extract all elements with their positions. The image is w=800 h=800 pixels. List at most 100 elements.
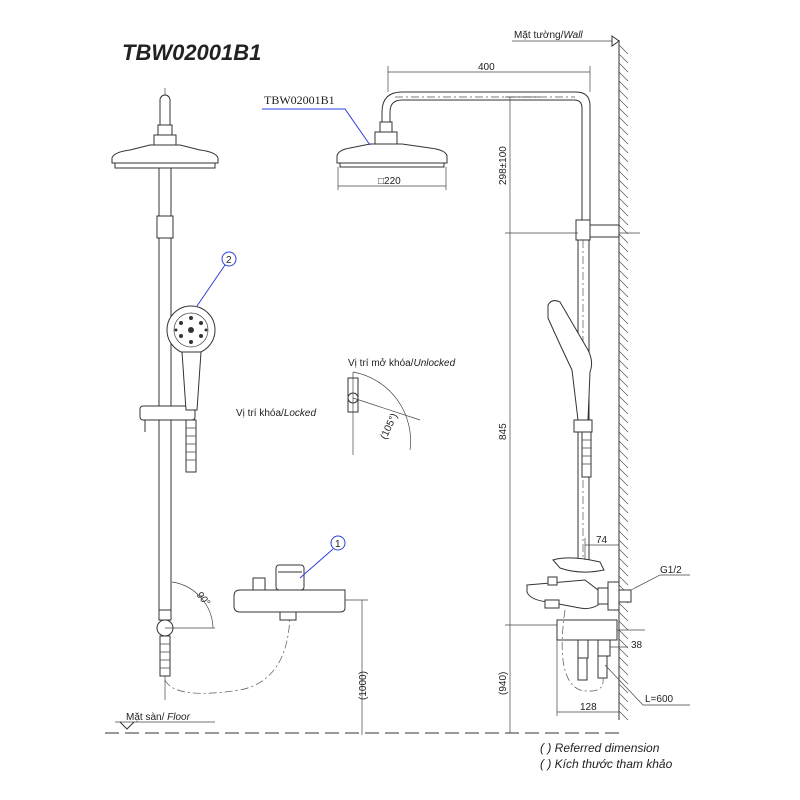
mixer-front (233, 589, 346, 613)
wall-hatch-line (618, 152, 629, 163)
wall-hatch-line (618, 422, 629, 433)
dim-400: 400 (478, 62, 495, 73)
wall-hatch-line (618, 359, 629, 370)
wall-hatch-line (618, 413, 629, 424)
wall-hatch-line (618, 377, 629, 388)
wall-hatch-line (618, 62, 629, 73)
wall-hatch-line (618, 386, 629, 397)
wall-hatch-line (618, 233, 629, 244)
lower-outlet (556, 619, 618, 641)
wall-hatch-line (618, 404, 629, 415)
wall-hatch-line (618, 98, 629, 109)
wall-bracket (575, 219, 591, 241)
dim-845: 845 (498, 423, 509, 440)
wall-hatch-line (618, 620, 629, 631)
wall-hatch-line (618, 701, 629, 712)
wall-hatch-line (618, 80, 629, 91)
dim-220: □220 (378, 176, 401, 187)
wall-hatch-line (618, 305, 629, 316)
wall-hatch-line (618, 647, 629, 658)
wall-hatch-line (618, 485, 629, 496)
wall-hatch-line (618, 674, 629, 685)
wall-hatch-line (618, 278, 629, 289)
wall-hatch-line (618, 287, 629, 298)
dim-128: 128 (580, 702, 597, 713)
lever-angle: (105°) (379, 412, 401, 441)
unlocked-label: Vị trí mở khóa/Unlocked (348, 357, 456, 369)
wall-hatch-line (618, 395, 629, 406)
slider-bracket (139, 405, 196, 421)
wall-hatch-line (618, 143, 629, 154)
wall-hatch-line (618, 134, 629, 145)
wall-hatch-line (618, 224, 629, 235)
wall-hatch-line (618, 242, 629, 253)
thread-label: G1/2 (660, 565, 682, 576)
wall-hatch-line (618, 692, 629, 703)
wall-hatch-line (618, 575, 629, 586)
dim-38: 38 (631, 640, 643, 651)
rain-shower-head-side (336, 143, 448, 164)
wall-hatch-line (618, 350, 629, 361)
wall-hatch-line (618, 107, 629, 118)
wall-hatch-line (618, 602, 629, 613)
wall-hatch-line (618, 557, 629, 568)
slide-bar (158, 237, 172, 611)
callout-2: 2 (226, 255, 232, 266)
wall-hatch-line (618, 683, 629, 694)
valve-angle: 90° (194, 590, 212, 609)
wall-hatch-line (618, 188, 629, 199)
wall-hatch-line (618, 179, 629, 190)
wall-hatch-line (618, 539, 629, 550)
wall-hatch-line (618, 296, 629, 307)
wall-hatch-line (618, 161, 629, 172)
wall-hatch-line (618, 566, 629, 577)
dim-298: 298±100 (498, 146, 509, 185)
wall-hatch-line (618, 512, 629, 523)
locked-label: Vị trí khóa/Locked (236, 408, 316, 419)
callout-1: 1 (335, 539, 341, 550)
legend-reference-vn: ( ) Kích thước tham khảo (540, 757, 673, 771)
wall-hatch-line (618, 431, 629, 442)
wall-hatch-line (618, 44, 629, 55)
wall-hatch-line (618, 503, 629, 514)
wall-hatch-line (618, 638, 629, 649)
rain-shower-head (111, 144, 219, 164)
wall-hatch-line (618, 710, 629, 721)
wall-hatch-line (618, 449, 629, 460)
bar-joint (156, 215, 174, 239)
wall-hatch-line (618, 521, 629, 532)
wall-hatch-line (618, 467, 629, 478)
wall-hatch-line (618, 611, 629, 622)
mixer-height-front: (1000) (358, 671, 369, 700)
wall-hatch-line (618, 458, 629, 469)
legend-referred: ( ) Referred dimension (540, 741, 660, 755)
wall-hatch-line (618, 629, 629, 640)
model-callout: TBW02001B1 (264, 93, 335, 107)
lever-position-detail: Vị trí mở khóa/Unlocked Vị trí khóa/Lock… (236, 357, 456, 455)
hose-length: L=600 (645, 694, 674, 705)
dim-940: (940) (498, 672, 509, 695)
front-view: 90° (1000) 2 1 (111, 88, 369, 735)
mixer-body-side (526, 579, 599, 610)
wall-hatch-line (618, 89, 629, 100)
wall-hatch-line (618, 197, 629, 208)
wall-label: Mặt tường/Wall (514, 30, 583, 41)
drawing-title: TBW02001B1 (122, 40, 261, 65)
wall-hatch-line (618, 215, 629, 226)
wall-hatch-line (618, 269, 629, 280)
wall-hatch-line (618, 665, 629, 676)
wall-hatch-line (618, 440, 629, 451)
wall-hatch-line (618, 656, 629, 667)
wall-hatch-line (618, 71, 629, 82)
side-view: Mặt tường/Wall 400 □220 TBW02001B1 (262, 30, 690, 733)
mixer-lever-side (552, 557, 605, 573)
wall-hatch-line (618, 260, 629, 271)
hand-shower-side (547, 300, 593, 421)
wall-hatch-line (618, 206, 629, 217)
floor-label: Mặt sàn/ Floor (126, 712, 191, 723)
wall-hatch-line (618, 332, 629, 343)
wall-hatch-line (618, 494, 629, 505)
wall-hatch-line (618, 548, 629, 559)
wall-hatch-line (618, 368, 629, 379)
